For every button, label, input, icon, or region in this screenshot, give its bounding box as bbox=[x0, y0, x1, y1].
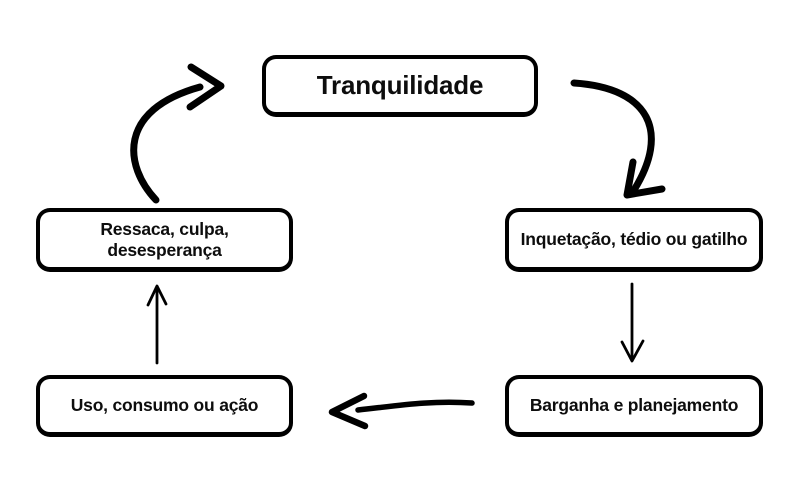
node-tranquilidade: Tranquilidade bbox=[262, 55, 538, 117]
arrow-tranquilidade-to-inquetacao bbox=[570, 79, 666, 199]
arrow-uso-to-ressaca bbox=[146, 284, 168, 365]
arrow-barganha-to-uso bbox=[328, 392, 475, 430]
node-barganha-label: Barganha e planejamento bbox=[529, 395, 739, 415]
node-ressaca: Ressaca, culpa, desesperança bbox=[36, 208, 293, 272]
node-uso: Uso, consumo ou ação bbox=[36, 375, 293, 437]
node-barganha: Barganha e planejamento bbox=[505, 375, 763, 437]
node-uso-label: Uso, consumo ou ação bbox=[70, 395, 259, 415]
node-tranquilidade-label: Tranquilidade bbox=[316, 70, 484, 100]
arrow-inquetacao-to-barganha bbox=[620, 282, 645, 363]
node-inquetacao-label: Inquetação, tédio ou gatilho bbox=[520, 229, 748, 249]
node-inquetacao: Inquetação, tédio ou gatilho bbox=[505, 208, 763, 272]
arrow-ressaca-to-tranquilidade bbox=[130, 63, 225, 204]
node-ressaca-label: Ressaca, culpa, desesperança bbox=[100, 218, 229, 260]
